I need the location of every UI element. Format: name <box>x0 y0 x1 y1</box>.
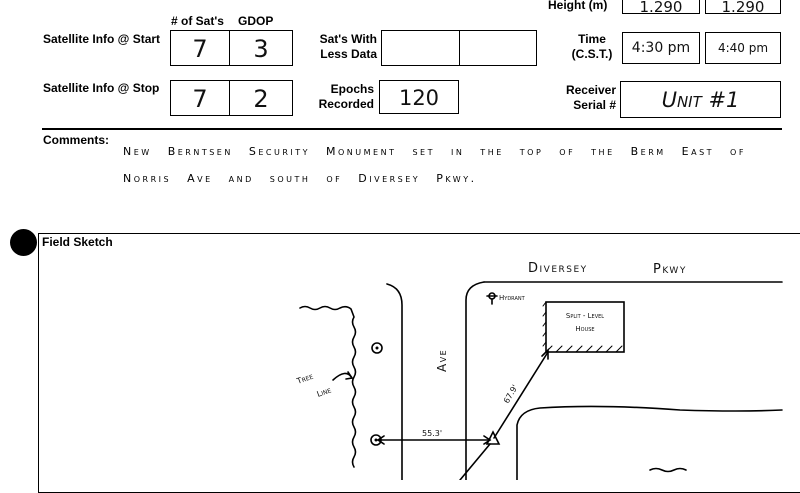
time-stop-box[interactable]: 4:40 pm <box>705 32 781 64</box>
comments-divider <box>42 128 782 130</box>
time-start-box[interactable]: 4:30 pm <box>622 32 700 64</box>
label-diversey: Diversey <box>528 261 588 276</box>
tree-line <box>299 305 357 468</box>
epochs-box[interactable]: 120 <box>379 80 459 114</box>
comments-label: Comments: <box>43 133 110 147</box>
ave-east-curb <box>465 281 485 480</box>
monument-triangle <box>485 430 501 445</box>
sat-start-gdop-value: 3 <box>253 35 269 63</box>
label-tree-2: Line <box>316 385 333 398</box>
sat-start-box[interactable]: 7 3 <box>170 30 293 66</box>
receiver-label: Receiver Serial # <box>565 83 616 112</box>
sat-stop-label: Satellite Info @ Stop <box>43 81 160 95</box>
epochs-label: Epochs Recorded <box>318 82 374 111</box>
berm-squiggle <box>649 467 687 473</box>
house-distance-line <box>493 351 549 439</box>
less-data-box[interactable] <box>381 30 537 66</box>
field-sketch-label: Field Sketch <box>42 235 113 249</box>
label-pkwy: Pkwy <box>653 262 687 277</box>
label-hydrant: Hydrant <box>499 294 526 302</box>
label-house-1: Split - Level <box>566 312 604 320</box>
time-start-value: 4:30 pm <box>631 40 691 56</box>
height-label: Height (m) <box>548 0 608 12</box>
time-stop-value: 4:40 pm <box>717 41 769 55</box>
gdop-column-header: GDOP <box>238 14 274 28</box>
nsat-column-header: # of Sat's <box>171 14 224 28</box>
label-ave: Ave <box>435 349 449 372</box>
comment-line-2: Norris Ave and south of Diversey Pkwy. <box>123 172 477 185</box>
sat-start-nsat-value: 7 <box>192 35 208 63</box>
less-data-label: Sat's With Less Data <box>319 32 377 61</box>
height-value-start: 1.290 <box>639 0 683 16</box>
tree-marker-1 <box>371 342 383 354</box>
field-sketch-drawing: Diversey Pkwy Ave Hydrant Split - Level … <box>295 261 783 480</box>
section-bullet <box>10 229 37 256</box>
house-outline <box>545 301 625 353</box>
time-label: Time (C.S.T.) <box>571 32 613 61</box>
sat-stop-box[interactable]: 7 2 <box>170 80 293 116</box>
label-house-2: House <box>575 325 594 333</box>
sat-stop-nsat-value: 7 <box>192 85 208 113</box>
label-tree-1: Tree <box>295 372 315 387</box>
receiver-box[interactable]: Unit #1 <box>620 81 781 118</box>
sat-stop-gdop-value: 2 <box>253 85 269 113</box>
sat-start-label: Satellite Info @ Start <box>43 32 161 46</box>
tree-marker-2 <box>370 434 382 446</box>
label-dist-tree: 55.3' <box>422 429 442 438</box>
height-box-stop[interactable]: 1.290 <box>705 0 781 16</box>
height-box-start[interactable]: 1.290 <box>622 0 700 16</box>
ave-west-curb <box>386 283 403 480</box>
epochs-value: 120 <box>398 86 440 110</box>
berm-outline <box>516 405 783 480</box>
comment-line-1: New Berntsen Security Monument set in th… <box>123 145 746 158</box>
receiver-value: Unit #1 <box>661 88 740 112</box>
height-value-stop: 1.290 <box>721 0 765 16</box>
